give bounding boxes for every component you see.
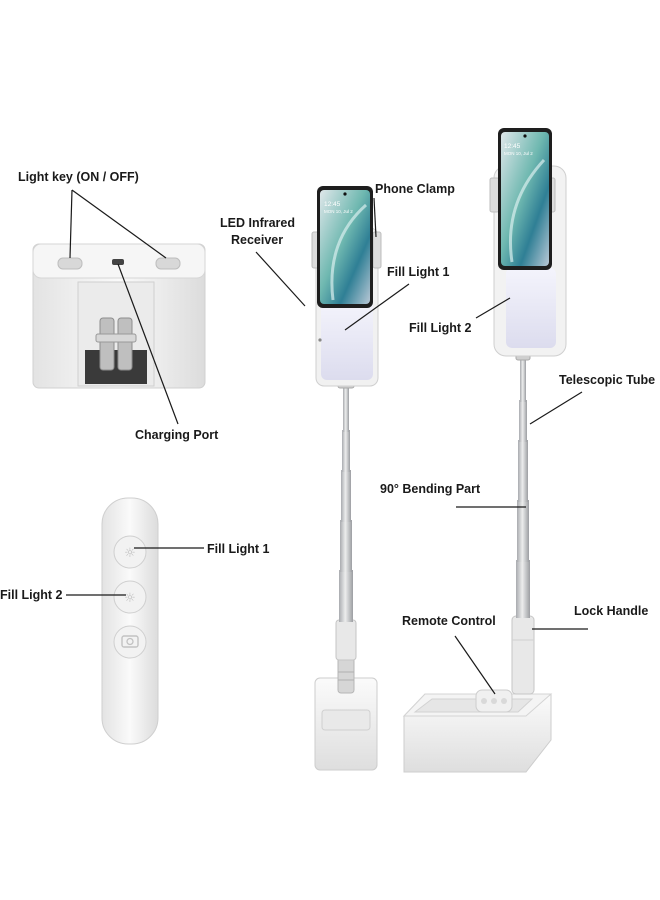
light-key-button-right — [155, 257, 181, 270]
light-key-button-left — [57, 257, 83, 270]
stand-extended: 12:45 MON 10, Jul 2 — [402, 128, 567, 773]
charging-port — [112, 259, 124, 265]
fill-light-1-panel — [321, 300, 373, 380]
label-remote-fill-light-2: Fill Light 2 — [0, 588, 63, 602]
camera-icon — [121, 635, 139, 648]
label-telescopic-tube: Telescopic Tube — [559, 373, 655, 387]
stand-folded: 12:45 MON 10, Jul 2 — [311, 186, 382, 771]
label-remote-fill-light-1: Fill Light 1 — [207, 542, 270, 556]
label-fill-light-1: Fill Light 1 — [387, 265, 450, 279]
phone-right-time: 12:45 — [504, 143, 521, 150]
label-led-infrared-line2: Receiver — [231, 233, 283, 247]
phone-left-time: 12:45 — [324, 201, 341, 208]
label-fill-light-2: Fill Light 2 — [409, 321, 472, 335]
remote-shutter-button — [113, 625, 147, 659]
phone-left-date: MON 10, Jul 2 — [324, 209, 353, 214]
sun-icon: ☼ — [124, 591, 136, 606]
label-lock-handle: Lock Handle — [574, 604, 648, 618]
phone-right-date: MON 10, Jul 2 — [504, 151, 533, 156]
leader-lines — [66, 189, 588, 695]
phone-clamp-right — [372, 231, 382, 269]
sun-icon: ☼ — [124, 546, 136, 561]
label-light-key: Light key (ON / OFF) — [18, 170, 139, 184]
label-bending-part: 90° Bending Part — [380, 482, 481, 496]
lock-handle — [511, 615, 535, 695]
label-phone-clamp: Phone Clamp — [375, 182, 455, 196]
led-infrared-receiver — [318, 338, 322, 342]
fill-light-2-panel — [506, 268, 556, 348]
callout-labels: Light key (ON / OFF) Charging Port Fill … — [0, 170, 655, 628]
telescopic-tube — [516, 560, 530, 618]
label-led-infrared-line1: LED Infrared — [220, 216, 295, 230]
label-remote-control: Remote Control — [402, 614, 496, 628]
remote-fill-light-1-button — [113, 535, 147, 569]
base-closeup — [32, 243, 206, 389]
label-charging-port: Charging Port — [135, 428, 219, 442]
remote-control-large: ☼ ☼ — [101, 497, 159, 745]
phone-clamp-right-stand-left — [489, 177, 500, 213]
remote-fill-light-2-button — [113, 580, 147, 614]
